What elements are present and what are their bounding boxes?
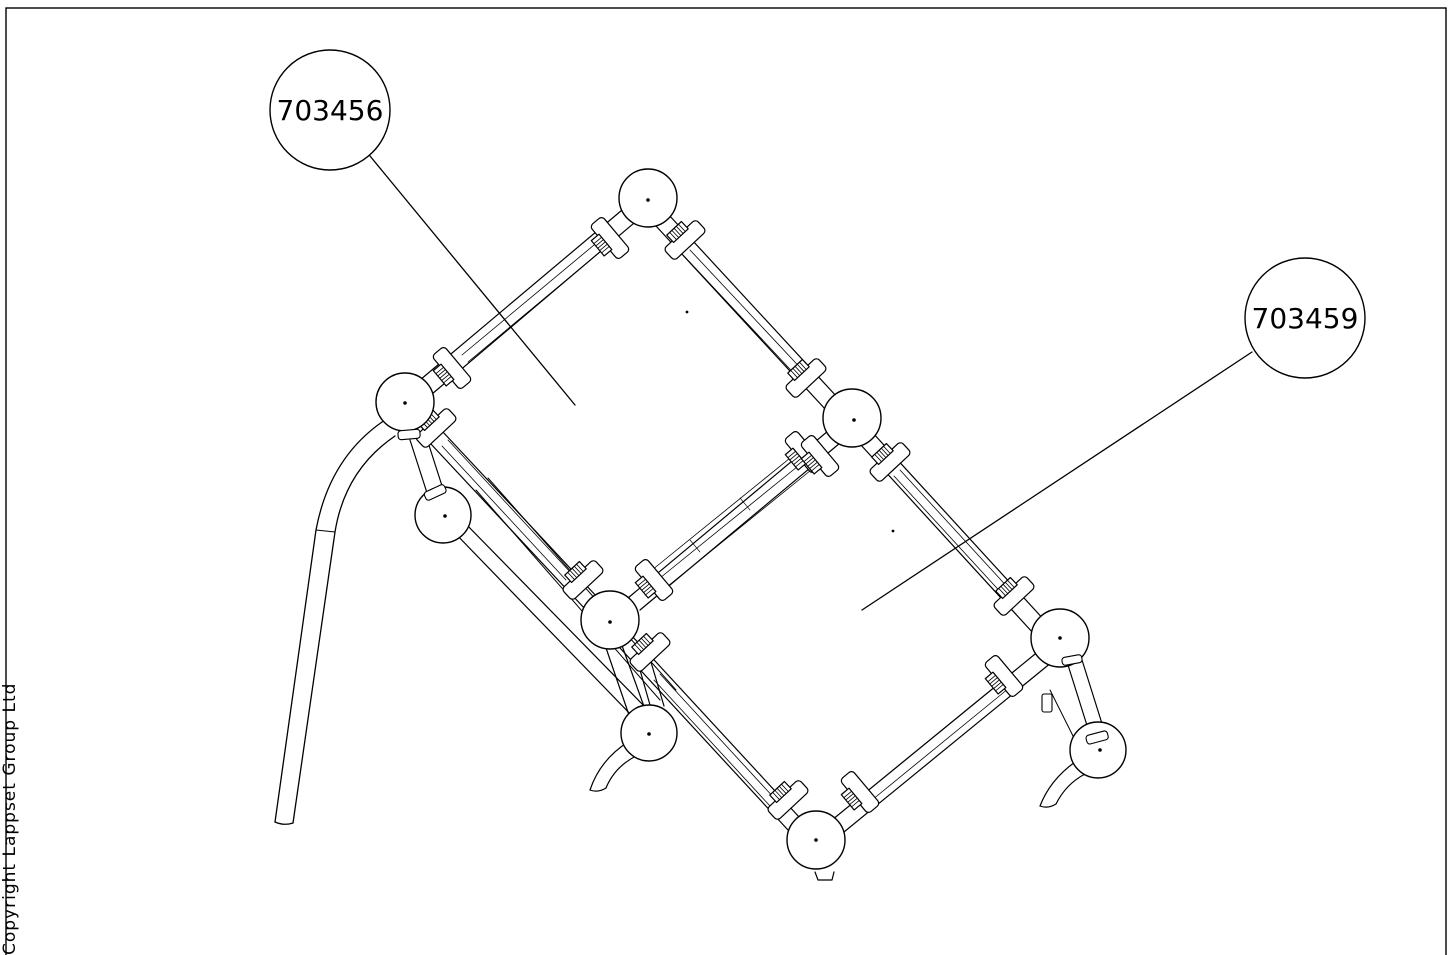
tube-clamp [840,771,880,813]
tube-clamp [984,655,1024,697]
tube-clamp [767,780,809,820]
tube-clamp [869,442,911,482]
ball-joint [580,590,640,650]
drawing-frame [5,7,1447,955]
tube-clamp [800,435,840,477]
balloon-label: 703456 [277,94,384,127]
tube-clamp [785,358,827,398]
balloon-703456: 703456 [269,49,391,171]
ball-joint [822,388,882,448]
balloon-703459: 703459 [1244,257,1366,379]
bottom-leg-stubs [589,741,1086,881]
tube-clamp [590,217,630,259]
tube-clamp [562,560,604,600]
ball-joint [618,168,678,228]
ball-joints [375,168,1127,870]
copyright-text: Copyright Lappset Group Ltd [0,683,20,955]
post-collars [397,428,1109,745]
tube-clamp [993,576,1035,616]
balloon-label: 703459 [1252,302,1359,335]
tube-clamps [415,217,1035,820]
tube-clamp [432,347,472,389]
tube-clamp [629,632,671,672]
tube-clamp [634,559,674,601]
leader-line-703456 [369,155,576,406]
tube-clamp [664,220,706,260]
left-support-leg [274,417,396,825]
leader-line-703459 [861,351,1253,611]
ball-joint [414,486,472,544]
ball-joint [1069,721,1127,779]
